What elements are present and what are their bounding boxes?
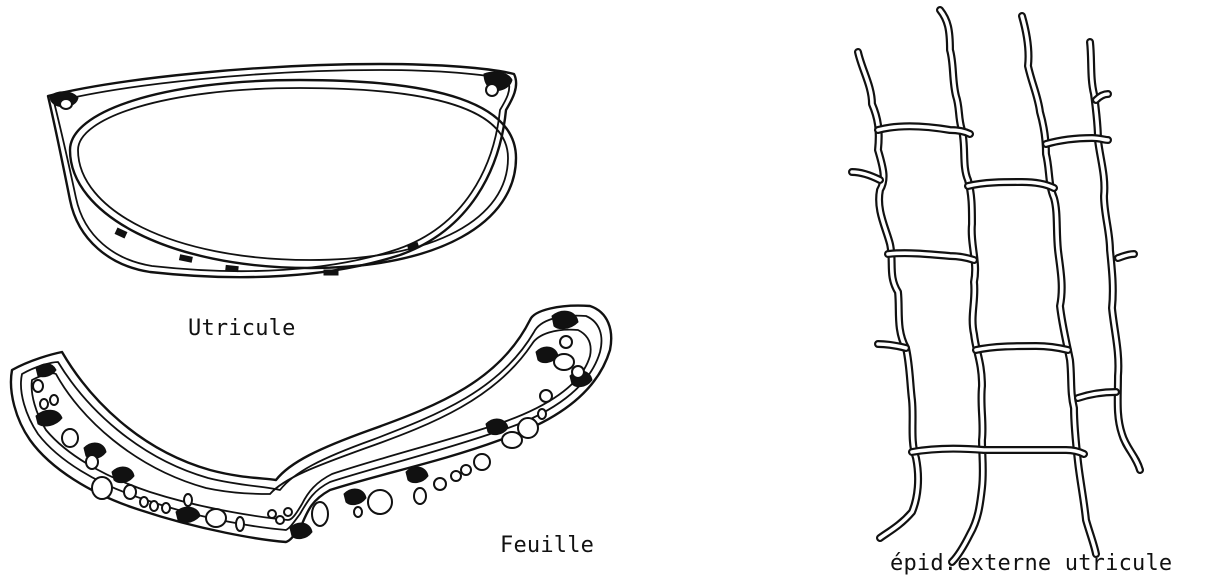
feuille-cell-junction bbox=[176, 507, 200, 523]
feuille-cell-junction bbox=[344, 489, 366, 505]
feuille-vacuole bbox=[62, 429, 78, 447]
feuille-drawing bbox=[11, 306, 611, 542]
feuille-vacuole bbox=[502, 432, 522, 448]
feuille-vacuole bbox=[86, 455, 98, 469]
feuille-vacuole bbox=[451, 471, 461, 481]
utricule-outer-wall-inner-line bbox=[54, 70, 509, 271]
feuille-vacuole bbox=[50, 395, 58, 405]
feuille-cell-junction bbox=[290, 523, 312, 539]
utricule-vacuole-left bbox=[60, 99, 72, 109]
utricule-inner-cavity-line bbox=[78, 88, 508, 260]
feuille-vacuole bbox=[284, 508, 292, 516]
utricule-caption: Utricule bbox=[188, 316, 296, 341]
feuille-vacuole bbox=[33, 380, 43, 392]
utricule-vacuole-right bbox=[486, 84, 498, 96]
feuille-cell-junction bbox=[552, 311, 578, 328]
utricule-wall-cell bbox=[115, 228, 127, 238]
feuille-cell-junction bbox=[36, 364, 56, 377]
feuille-vacuole bbox=[461, 465, 471, 475]
feuille-vacuole bbox=[474, 454, 490, 470]
feuille-vacuole bbox=[560, 336, 572, 348]
feuille-caption: Feuille bbox=[500, 533, 594, 558]
epiderme-cell-wall bbox=[1022, 16, 1096, 554]
feuille-vacuole bbox=[538, 409, 546, 419]
feuille-vacuole bbox=[162, 503, 170, 513]
utricule-wall-cell bbox=[180, 255, 193, 262]
feuille-vacuole bbox=[518, 418, 538, 438]
feuille-cell-junction bbox=[486, 419, 508, 435]
feuille-vacuole bbox=[184, 494, 192, 506]
utricule-wall-cell bbox=[324, 270, 338, 275]
feuille-vacuole bbox=[40, 399, 48, 409]
feuille-cell-junction bbox=[36, 410, 62, 426]
feuille-vacuole bbox=[540, 390, 552, 402]
feuille-vacuole bbox=[206, 509, 226, 527]
feuille-vacuole bbox=[276, 516, 284, 524]
feuille-vacuole bbox=[236, 517, 244, 531]
utricule-drawing bbox=[48, 64, 516, 277]
epiderme-drawing bbox=[852, 10, 1140, 562]
feuille-vacuole bbox=[434, 478, 446, 490]
feuille-vacuole bbox=[268, 510, 276, 518]
feuille-vacuole bbox=[150, 501, 158, 511]
utricule-wall-cell bbox=[226, 265, 238, 271]
feuille-vacuole bbox=[140, 497, 148, 507]
feuille-vacuole bbox=[92, 477, 112, 499]
feuille-vacuole bbox=[312, 502, 328, 526]
feuille-cell-junction bbox=[112, 467, 134, 483]
epiderme-caption: épid.externe utricule bbox=[890, 551, 1172, 576]
feuille-vacuole bbox=[354, 507, 362, 517]
feuille-vacuole bbox=[368, 490, 392, 514]
feuille-vacuole bbox=[414, 488, 426, 504]
feuille-vacuole bbox=[572, 366, 584, 378]
feuille-vacuole bbox=[124, 485, 136, 499]
feuille-cell-junction bbox=[406, 467, 428, 483]
feuille-vacuole bbox=[554, 354, 574, 370]
epiderme-cell-wall bbox=[940, 10, 983, 562]
